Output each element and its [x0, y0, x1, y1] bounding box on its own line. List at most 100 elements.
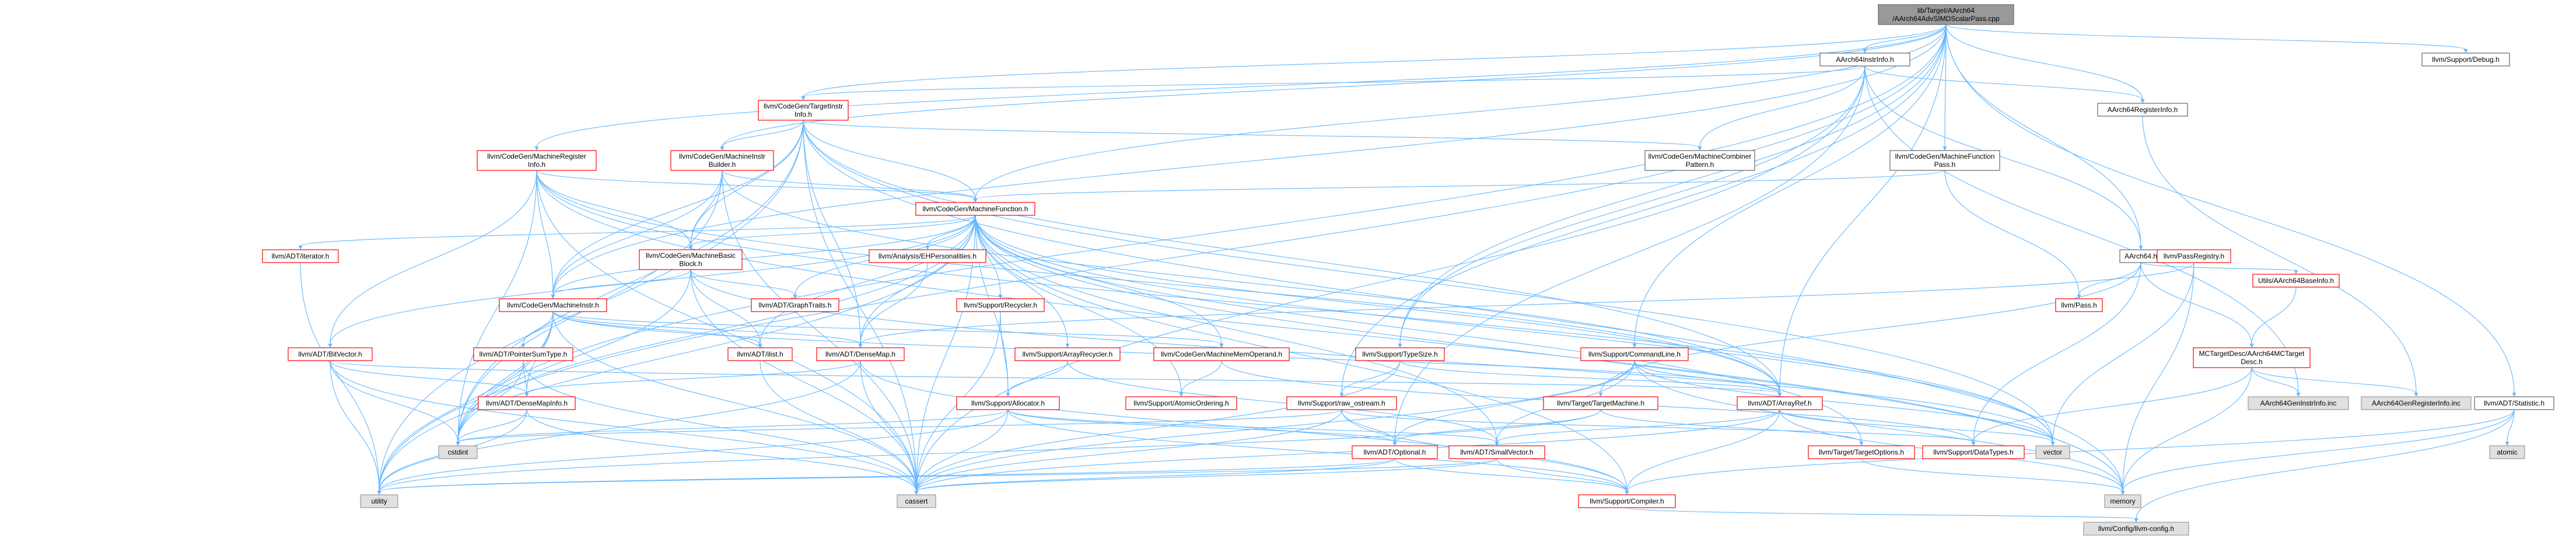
node-optional[interactable]: llvm/ADT/Optional.h [1352, 445, 1438, 459]
node-label: Pass.h [1934, 160, 1956, 169]
node-label: /AArch64AdvSIMDScalarPass.cpp [1892, 15, 2000, 23]
node-label: llvm/Support/ArrayRecycler.h [1023, 350, 1113, 358]
edge-machineregisterinfo-to-machinefunction [536, 170, 978, 202]
node-box [1578, 494, 1676, 508]
node-label: AArch64GenRegisterInfo.inc [2372, 399, 2460, 407]
node-label: Desc.h [2241, 358, 2262, 366]
node-statistic[interactable]: llvm/ADT/Statistic.h [2474, 396, 2554, 410]
node-label: llvm/CodeGen/MachineMemOperand.h [1161, 350, 1282, 358]
edge-machinefunction-to-arrayref [975, 215, 1782, 397]
edge-aarch64instrinfo-to-machinecombinerpattern [1698, 65, 1866, 151]
edge-machinefunction-to-bitvector [328, 215, 976, 348]
node-box [2421, 53, 2510, 67]
node-commandline[interactable]: llvm/Support/CommandLine.h [1580, 347, 1689, 361]
node-machinememoperand[interactable]: llvm/CodeGen/MachineMemOperand.h [1153, 347, 1290, 361]
node-aarch64registerinfo[interactable]: AArch64RegisterInfo.h [2097, 103, 2188, 117]
node-compiler[interactable]: llvm/Support/Compiler.h [1578, 494, 1676, 508]
edge-root-to-supportdebug [1945, 24, 2468, 53]
node-label: llvm/ADT/ilist.h [737, 350, 783, 358]
node-box [956, 298, 1045, 312]
node-typesize[interactable]: llvm/Support/TypeSize.h [1355, 347, 1445, 361]
edge-arrayref-to-smallvector [1494, 409, 1780, 446]
node-genregisterinfo: AArch64GenRegisterInfo.inc [2361, 396, 2472, 410]
node-label: llvm/CodeGen/MachineRegister [487, 152, 586, 160]
node-machineinstr[interactable]: llvm/CodeGen/MachineInstr.h [499, 298, 607, 312]
node-passregistry[interactable]: llvm/PassRegistry.h [2157, 249, 2231, 263]
node-box [2248, 396, 2349, 410]
edge-machinefunction-to-vector [975, 215, 2055, 446]
node-label: llvm/ADT/BitVector.h [298, 350, 362, 358]
node-box [1889, 150, 2000, 171]
node-box [2097, 103, 2188, 117]
edge-targetinstrinfo-to-machinefunction [803, 120, 978, 202]
node-label: AArch64InstrInfo.h [1836, 55, 1894, 64]
node-graphtraits[interactable]: llvm/ADT/GraphTraits.h [751, 298, 839, 312]
node-rawostream[interactable]: llvm/Support/raw_ostream.h [1286, 396, 1397, 410]
edge-smallvector-to-utility [377, 458, 1497, 495]
node-recycler[interactable]: llvm/Support/Recycler.h [956, 298, 1045, 312]
edge-targetinstrinfo-to-machineinstr [551, 120, 804, 299]
edge-root-to-machineinstrbuilder [720, 24, 1947, 151]
edge-machinefunction-to-machinebasicblock [688, 215, 976, 250]
edge-root-to-aarch64registerinfo [1945, 24, 2145, 103]
node-bitvector[interactable]: llvm/ADT/BitVector.h [288, 347, 373, 361]
node-label: llvm/CodeGen/TargetInstr [764, 102, 843, 110]
node-label: Info.h [794, 110, 812, 118]
node-label: llvm/Support/Allocator.h [971, 399, 1045, 407]
node-label: cstdint [448, 448, 468, 456]
node-allocator[interactable]: llvm/Support/Allocator.h [956, 396, 1060, 410]
node-box [2474, 396, 2554, 410]
node-supportdebug[interactable]: llvm/Support/Debug.h [2421, 53, 2510, 67]
node-adtiterator[interactable]: llvm/ADT/iterator.h [262, 249, 339, 263]
node-box [1737, 396, 1823, 410]
edge-bitvector-to-cassert [330, 360, 919, 495]
edge-compiler-to-llvmconfig [1626, 507, 2138, 522]
node-arrayref[interactable]: llvm/ADT/ArrayRef.h [1737, 396, 1823, 410]
node-box [869, 249, 986, 263]
edge-machineinstr-to-pointersumtype [521, 311, 554, 348]
node-label: llvm/ADT/DenseMapInfo.h [486, 399, 568, 407]
node-label: llvm/PassRegistry.h [2164, 252, 2224, 260]
edge-targetoptions-to-memory [1861, 458, 2125, 495]
node-machinefunction[interactable]: llvm/CodeGen/MachineFunction.h [915, 202, 1035, 216]
edge-machineinstr-to-densemap [552, 311, 863, 348]
edge-smallvector-to-compiler [1496, 458, 1629, 495]
node-label: llvm/CodeGen/MachineInstr [679, 152, 765, 160]
node-label: llvm/ADT/ArrayRef.h [1748, 399, 1811, 407]
edge-mctargetdesc-to-genregisterinfo [2251, 367, 2418, 397]
node-aarch64instrinfo[interactable]: AArch64InstrInfo.h [1819, 53, 1910, 67]
node-ilist[interactable]: llvm/ADT/ilist.h [727, 347, 793, 361]
node-arrayrecycler[interactable]: llvm/Support/ArrayRecycler.h [1014, 347, 1121, 361]
node-ehpersonalities[interactable]: llvm/Analysis/EHPersonalities.h [869, 249, 986, 263]
edge-root-to-aarch64 [1945, 24, 2143, 250]
node-targetoptions[interactable]: llvm/Target/TargetOptions.h [1808, 445, 1915, 459]
node-box [1286, 396, 1397, 410]
node-pointersumtype[interactable]: llvm/ADT/PointerSumType.h [473, 347, 573, 361]
node-box [1014, 347, 1121, 361]
node-label: MCTargetDesc/AArch64MCTarget [2199, 350, 2305, 358]
node-targetmachine[interactable]: llvm/Target/TargetMachine.h [1543, 396, 1658, 410]
edge-machinefunction-to-targetoptions [975, 215, 1864, 446]
node-datatypes[interactable]: llvm/Support/DataTypes.h [1922, 445, 2025, 459]
edge-passregistry-to-memory [2120, 262, 2194, 495]
node-pass[interactable]: llvm/Pass.h [2055, 298, 2103, 312]
node-smallvector[interactable]: llvm/ADT/SmallVector.h [1448, 445, 1545, 459]
node-aarch64[interactable]: AArch64.h [2119, 249, 2162, 263]
edge-aarch64instrinfo-to-targetinstrinfo [801, 65, 1866, 100]
node-densemap[interactable]: llvm/ADT/DenseMap.h [816, 347, 905, 361]
edge-machinefunction-to-adtiterator [298, 215, 976, 250]
node-box [1922, 445, 2025, 459]
node-densemapinfo[interactable]: llvm/ADT/DenseMapInfo.h [478, 396, 576, 410]
node-atomicordering[interactable]: llvm/Support/AtomicOrdering.h [1125, 396, 1237, 410]
edge-aarch64instrinfo-to-aarch64registerinfo [1864, 65, 2145, 103]
node-aarch64baseinfo[interactable]: Utils/AArch64BaseInfo.h [2252, 274, 2340, 288]
node-label: llvm/ADT/GraphTraits.h [759, 301, 832, 309]
node-root[interactable]: lib/Target/AArch64/AArch64AdvSIMDScalarP… [1878, 4, 2014, 25]
